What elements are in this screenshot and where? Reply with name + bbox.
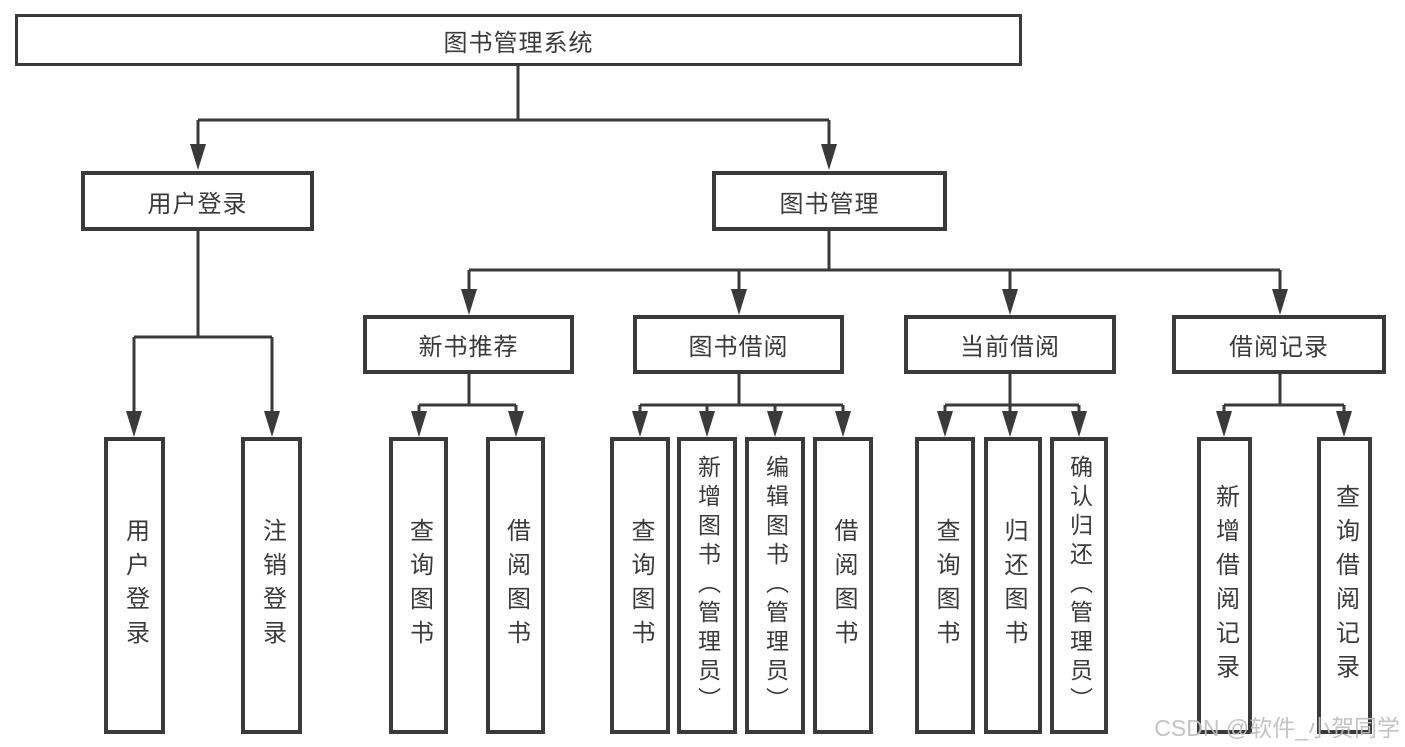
node-borrow-records: 借阅记录 bbox=[1172, 315, 1386, 374]
node-label: 新增借阅记录 bbox=[1211, 483, 1239, 688]
node-label: 新增图书（管理员） bbox=[694, 455, 721, 716]
leaf-query-books-recommend: 查询图书 bbox=[389, 437, 448, 734]
node-label: 用户登录 bbox=[147, 190, 248, 218]
leaf-confirm-return-admin: 确认归还（管理员） bbox=[1050, 437, 1108, 734]
node-label: 查询借阅记录 bbox=[1331, 483, 1359, 688]
leaf-logout: 注销登录 bbox=[241, 437, 302, 734]
leaf-edit-books-admin: 编辑图书（管理员） bbox=[745, 437, 805, 734]
node-label: 查询图书 bbox=[405, 517, 433, 654]
leaf-query-books-borrow: 查询图书 bbox=[610, 437, 670, 734]
node-label: 图书管理系统 bbox=[443, 29, 594, 57]
node-label: 用户登录 bbox=[121, 517, 149, 654]
node-label: 借阅记录 bbox=[1229, 334, 1329, 361]
node-label: 借阅图书 bbox=[502, 517, 530, 654]
node-label: 查询图书 bbox=[932, 517, 959, 654]
node-label: 当前借阅 bbox=[960, 334, 1060, 361]
node-label: 注销登录 bbox=[258, 517, 286, 654]
leaf-query-books-current: 查询图书 bbox=[915, 437, 975, 734]
node-book-management-system: 图书管理系统 bbox=[15, 14, 1022, 66]
leaf-return-books: 归还图书 bbox=[984, 437, 1042, 734]
leaf-add-borrow-record: 新增借阅记录 bbox=[1197, 437, 1252, 734]
watermark: CSDN @软件_小贺同学 bbox=[1154, 715, 1400, 741]
node-label: 确认归还（管理员） bbox=[1066, 455, 1093, 716]
leaf-query-borrow-record: 查询借阅记录 bbox=[1317, 437, 1372, 734]
node-new-book-recommend: 新书推荐 bbox=[363, 315, 574, 374]
leaf-borrow-books: 借阅图书 bbox=[813, 437, 873, 734]
node-user-login: 用户登录 bbox=[81, 171, 314, 231]
leaf-user-login: 用户登录 bbox=[104, 437, 165, 734]
node-book-borrow: 图书借阅 bbox=[633, 315, 844, 374]
leaf-borrow-books-recommend: 借阅图书 bbox=[486, 437, 545, 734]
node-label: 借阅图书 bbox=[830, 517, 857, 654]
node-label: 图书借阅 bbox=[688, 334, 789, 361]
arrowheads bbox=[126, 144, 1352, 437]
leaf-add-books-admin: 新增图书（管理员） bbox=[677, 437, 737, 734]
node-label: 图书管理 bbox=[779, 190, 880, 218]
node-book-management: 图书管理 bbox=[712, 171, 947, 231]
node-label: 新书推荐 bbox=[418, 334, 519, 361]
node-label: 归还图书 bbox=[1000, 517, 1027, 654]
node-label: 查询图书 bbox=[627, 517, 654, 654]
node-current-borrow: 当前借阅 bbox=[904, 315, 1116, 374]
node-label: 编辑图书（管理员） bbox=[762, 455, 789, 716]
